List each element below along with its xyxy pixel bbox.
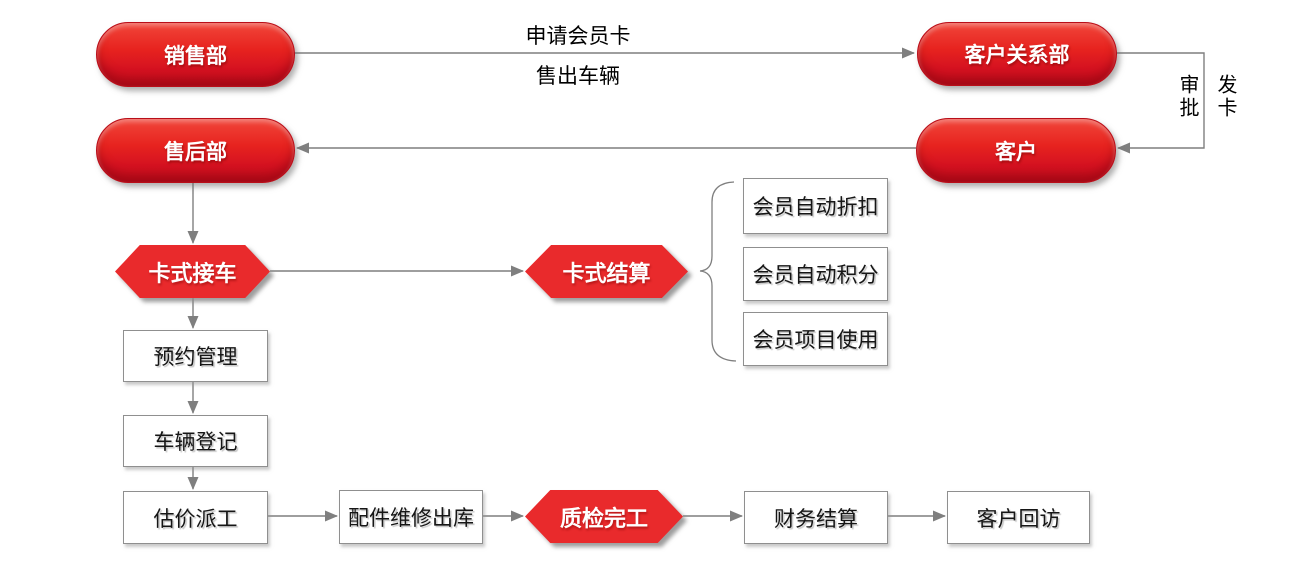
node-card-settle-label: 卡式结算 [562,260,651,286]
node-member-auto-discount: 会员自动折扣 [743,178,888,234]
node-sales-dept-label: 销售部 [164,44,227,68]
node-member-auto-discount-label: 会员自动折扣 [752,196,879,219]
node-card-receive-label: 卡式接车 [148,260,237,286]
node-card-receive: 卡式接车 [115,245,270,298]
node-customer-relations-dept: 客户关系部 [917,22,1117,86]
node-member-item-usage-label: 会员项目使用 [752,329,879,352]
node-after-sales-dept: 售后部 [96,118,295,183]
node-card-settle: 卡式结算 [525,245,688,298]
brace-member-benefits [699,181,737,362]
edge-label-sell-vehicle: 售出车辆 [536,65,620,88]
node-customer-relations-dept-label: 客户关系部 [964,44,1070,67]
edge-label-issue-card: 发卡 [1214,74,1236,120]
node-appointment-management: 预约管理 [123,330,268,382]
node-customer-label: 客户 [995,140,1037,164]
node-parts-repair-outbound: 配件维修出库 [339,490,483,544]
node-parts-repair-outbound-label: 配件维修出库 [348,507,474,530]
node-finance-settlement-label: 财务结算 [774,507,858,531]
edge-label-approve: 审批 [1176,74,1198,120]
node-member-auto-points: 会员自动积分 [743,247,888,301]
node-sales-dept: 销售部 [96,22,295,87]
node-qc-complete-label: 质检完工 [559,505,648,531]
node-vehicle-registration: 车辆登记 [123,415,268,467]
node-qc-complete: 质检完工 [525,490,683,543]
node-customer-revisit-label: 客户回访 [976,507,1061,531]
edge-crm-to-customer [1114,52,1205,154]
node-customer-revisit: 客户回访 [947,491,1090,544]
node-vehicle-registration-label: 车辆登记 [153,431,238,454]
node-finance-settlement: 财务结算 [744,491,888,544]
node-estimate-dispatch-label: 估价派工 [153,507,238,531]
edge-label-apply-card: 申请会员卡 [525,25,631,48]
node-member-item-usage: 会员项目使用 [743,312,888,366]
node-customer: 客户 [916,118,1116,183]
node-appointment-management-label: 预约管理 [153,346,238,369]
node-member-auto-points-label: 会员自动积分 [752,264,879,287]
node-estimate-dispatch: 估价派工 [123,491,268,544]
node-after-sales-dept-label: 售后部 [164,140,227,164]
